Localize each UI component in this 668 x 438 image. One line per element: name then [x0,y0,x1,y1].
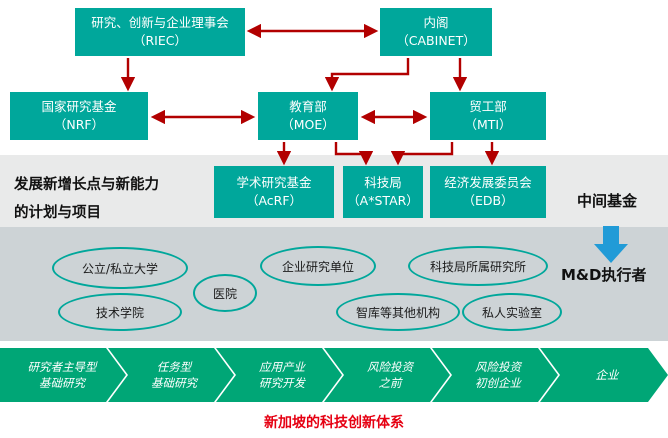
box-moe-line2: （MOE） [281,117,335,132]
box-astar-line2: （A*STAR） [347,193,419,208]
programs-label: 发展新增长点与新能力 的计划与项目 [14,172,210,227]
chevron-1-line2: 基础研究 [39,376,85,390]
ellipse-technical-colleges: 技术学院 [58,293,182,331]
box-nrf: 国家研究基金 （NRF） [10,92,148,140]
programs-label-line1: 发展新增长点与新能力 [14,177,159,193]
ellipse-private-laboratories: 私人实验室 [462,293,562,331]
box-edb-line1: 经济发展委员会 [444,174,532,190]
box-cabinet-line2: （CABINET） [396,33,476,48]
md-executor-label: M&D执行者 [561,266,647,284]
innovation-pipeline: 研究者主导型 基础研究 任务型 基础研究 应用产业 研究开发 风险投资 之前 风… [0,348,668,402]
ellipse-public-private-universities: 公立/私立大学 [52,247,188,289]
box-nrf-line2: （NRF） [53,117,105,132]
chevron-6-line1: 企业 [595,367,619,382]
diagram-caption: 新加坡的科技创新体系 [264,415,404,431]
ellipse-corporate-research-units: 企业研究单位 [260,246,376,286]
chevron-mission-basic-research: 任务型 基础研究 [108,348,234,402]
chevron-3-line2: 研究开发 [259,376,305,390]
chevron-1-line1: 研究者主导型 [27,359,97,374]
box-riec: 研究、创新与企业理事会 （RIEC） [75,8,245,56]
programs-label-line2: 的计划与项目 [14,204,101,221]
box-moe: 教育部 （MOE） [258,92,358,140]
chevron-researcher-led-basic-research: 研究者主导型 基础研究 [0,348,126,402]
box-mti: 贸工部 （MTI） [430,92,546,140]
chevron-3-line1: 应用产业 [259,359,305,374]
chevron-2-line1: 任务型 [156,359,192,374]
chevron-pre-venture-capital: 风险投资 之前 [324,348,450,402]
box-astar: 科技局 （A*STAR） [343,166,423,218]
ellipse-hospitals: 医院 [193,274,257,312]
box-acrf-line1: 学术研究基金 [236,174,312,190]
box-cabinet-line1: 内阁 [423,14,449,30]
arrow-cabinet-moe [324,58,410,92]
box-riec-line2: （RIEC） [133,33,187,48]
box-nrf-line1: 国家研究基金 [41,98,117,114]
box-mti-line1: 贸工部 [469,98,507,114]
box-cabinet: 内阁 （CABINET） [380,8,492,56]
box-acrf-line2: （AcRF） [245,193,303,208]
ellipse-astar-research-institutes: 科技局所属研究所 [408,246,548,286]
chevron-enterprise: 企业 [540,348,668,402]
chevron-vc-startups: 风险投资 初创企业 [432,348,558,402]
chevron-5-line1: 风险投资 [475,359,521,374]
chevron-4-line1: 风险投资 [367,359,413,374]
box-riec-line1: 研究、创新与企业理事会 [91,14,229,30]
box-mti-line2: （MTI） [464,117,512,132]
chevron-4-line2: 之前 [378,376,402,390]
ellipse-thinktanks-other-institutions: 智库等其他机构 [336,293,460,331]
box-astar-line1: 科技局 [364,174,402,190]
chevron-applied-industry-rnd: 应用产业 研究开发 [216,348,342,402]
chevron-2-line2: 基础研究 [151,376,197,390]
box-moe-line1: 教育部 [289,98,327,114]
box-edb-line2: （EDB） [462,193,514,208]
intermediate-fund-label: 中间基金 [577,192,638,210]
programs-band [0,155,668,227]
box-acrf: 学术研究基金 （AcRF） [214,166,334,218]
chevron-5-line2: 初创企业 [475,376,521,390]
box-edb: 经济发展委员会 （EDB） [430,166,546,218]
